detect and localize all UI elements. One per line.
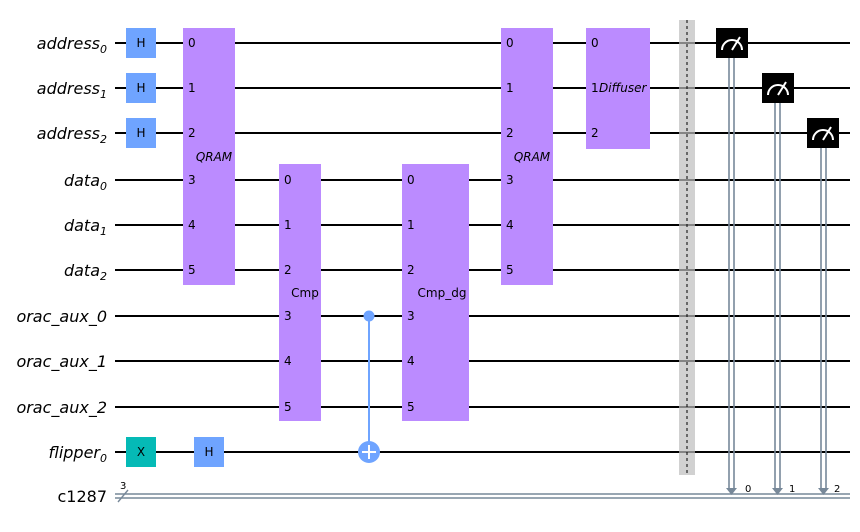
svg-text:QRAM: QRAM [514,150,551,164]
svg-text:4: 4 [506,218,514,232]
h-gate: H [126,73,156,103]
qubit-label: flipper0 [48,443,107,465]
svg-text:H: H [204,445,213,459]
barrier [679,20,695,475]
measure-bit-label: 2 [834,484,840,495]
svg-text:0: 0 [506,36,514,50]
cmp-dg-gate: 0 1 2 3 4 5 Cmp_dg [402,164,469,421]
svg-text:3: 3 [506,173,514,187]
svg-text:0: 0 [284,173,292,187]
qubit-label: data0 [64,171,107,193]
svg-text:3: 3 [284,309,292,323]
qubit-label: orac_aux_1 [16,352,107,372]
svg-text:4: 4 [284,354,292,368]
svg-text:5: 5 [188,263,196,277]
svg-text:2: 2 [591,126,599,140]
svg-text:4: 4 [188,218,196,232]
classical-register-wire: 3 [115,481,850,503]
svg-text:3: 3 [407,309,415,323]
svg-text:0: 0 [188,36,196,50]
qubit-label: orac_aux_2 [16,398,107,418]
qubit-label: address0 [37,34,107,56]
svg-text:0: 0 [407,173,415,187]
classical-width-label: 3 [120,481,126,492]
qram-gate: 0 1 2 3 4 5 QRAM [501,28,553,285]
svg-text:1: 1 [407,218,415,232]
measure-gate: 2 [807,118,840,495]
qubit-wires [115,42,850,453]
measure-gate: 0 [716,28,751,495]
svg-text:4: 4 [407,354,415,368]
svg-text:X: X [137,445,145,459]
svg-text:QRAM: QRAM [196,150,233,164]
svg-text:2: 2 [284,263,292,277]
svg-text:Cmp_dg: Cmp_dg [418,286,467,300]
svg-text:1: 1 [506,81,514,95]
diffuser-gate: 0 1 2 Diffuser [586,28,650,149]
svg-text:2: 2 [407,263,415,277]
qubit-label: data2 [64,261,107,283]
cnot-gate [358,310,380,463]
svg-text:H: H [136,126,145,140]
h-gate: H [126,28,156,58]
svg-text:3: 3 [188,173,196,187]
measure-bit-label: 1 [789,484,795,495]
svg-text:1: 1 [591,81,599,95]
qubit-label: address2 [37,124,107,146]
svg-text:2: 2 [506,126,514,140]
qubit-label: address1 [37,79,107,101]
bundle-slash [117,489,129,503]
measure-gate: 1 [762,73,795,495]
svg-text:H: H [136,81,145,95]
qram-gate: 0 1 2 3 4 5 QRAM [183,28,235,285]
h-gate: H [194,437,224,467]
svg-text:5: 5 [407,400,415,414]
svg-text:5: 5 [506,263,514,277]
h-gate: H [126,118,156,148]
svg-text:Cmp: Cmp [291,286,319,300]
svg-text:H: H [136,36,145,50]
qubit-labels: address0 address1 address2 data0 data1 d… [16,34,107,506]
control-dot [363,310,375,322]
qubit-label: data1 [64,216,107,238]
svg-text:1: 1 [188,81,196,95]
classical-register-label: c1287 [57,487,107,506]
svg-text:2: 2 [188,126,196,140]
svg-text:0: 0 [591,36,599,50]
qubit-label: orac_aux_0 [16,307,107,327]
x-gate: X [126,437,156,467]
svg-text:5: 5 [284,400,292,414]
measure-bit-label: 0 [745,484,751,495]
svg-text:Diffuser: Diffuser [599,81,647,95]
svg-text:1: 1 [284,218,292,232]
cmp-gate: 0 1 2 3 4 5 Cmp [279,164,321,421]
